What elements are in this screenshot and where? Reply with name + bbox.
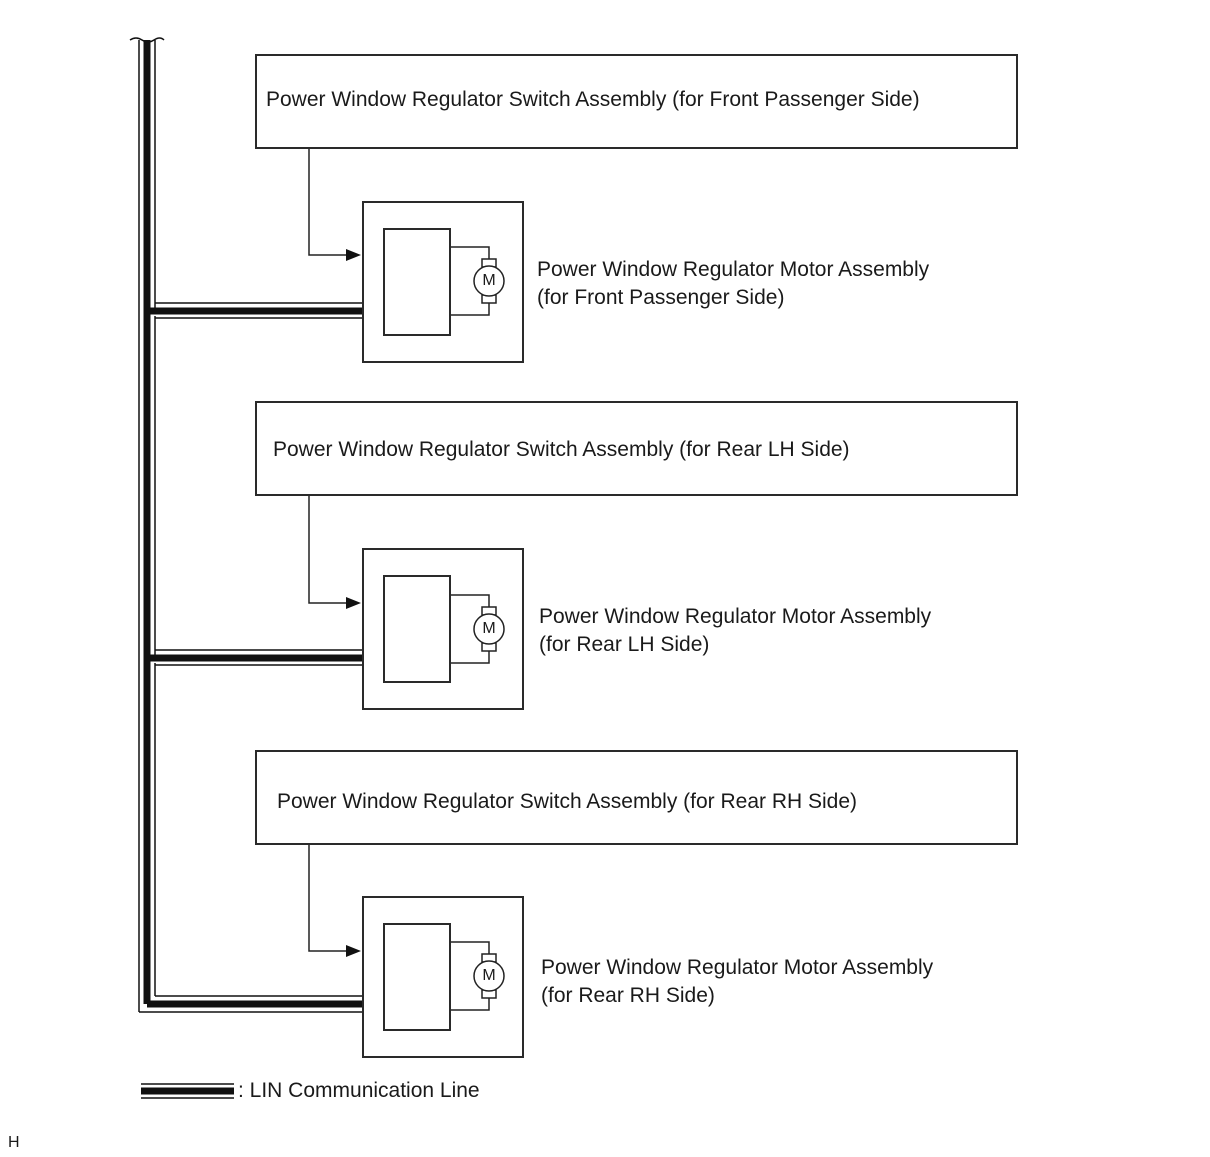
- motor-label-front-passenger-line2: (for Front Passenger Side): [537, 286, 785, 309]
- motor-label-front-passenger-line1: Power Window Regulator Motor Assembly: [537, 258, 930, 281]
- switch-box-rear-lh: [255, 401, 1018, 496]
- lin-branch-rear-rh: [139, 995, 364, 1013]
- motor-controller-block: [383, 228, 451, 336]
- motor-controller-block: [383, 575, 451, 683]
- lin-branch-front-passenger: [147, 302, 364, 319]
- motor-label-rear-lh-line1: Power Window Regulator Motor Assembly: [539, 605, 932, 628]
- arrow-right-icon: [346, 249, 361, 261]
- motor-symbol-front-passenger: [449, 246, 505, 316]
- motor-controller-block: [383, 923, 451, 1031]
- motor-box-rear-lh: [362, 548, 524, 710]
- signal-line-front-passenger: [308, 148, 361, 261]
- signal-line-rear-rh: [308, 844, 361, 957]
- motor-m-glyph: M: [482, 967, 496, 984]
- lin-branch-rear-lh: [147, 649, 364, 666]
- signal-line-rear-lh: [308, 495, 361, 609]
- legend-label: : LIN Communication Line: [238, 1079, 480, 1102]
- switch-box-rear-rh: [255, 750, 1018, 845]
- arrow-right-icon: [346, 945, 361, 957]
- switch-box-front-passenger: [255, 54, 1018, 149]
- switch-label-rear-lh: Power Window Regulator Switch Assembly (…: [273, 438, 850, 461]
- motor-label-rear-rh-line2: (for Rear RH Side): [541, 984, 715, 1007]
- motor-label-rear-rh-line1: Power Window Regulator Motor Assembly: [541, 956, 934, 979]
- legend-line-sample: [141, 1083, 234, 1099]
- lin-bus-main: [129, 37, 165, 1012]
- motor-symbol-rear-rh: [449, 941, 505, 1011]
- motor-m-glyph: M: [482, 620, 496, 637]
- motor-m-glyph: M: [482, 272, 496, 289]
- motor-label-rear-lh-line2: (for Rear LH Side): [539, 633, 710, 656]
- motor-box-rear-rh: [362, 896, 524, 1058]
- corner-mark: H: [8, 1134, 20, 1151]
- motor-box-front-passenger: [362, 201, 524, 363]
- switch-label-rear-rh: Power Window Regulator Switch Assembly (…: [277, 790, 858, 813]
- motor-symbol-rear-lh: [449, 594, 505, 664]
- switch-label-front-passenger: Power Window Regulator Switch Assembly (…: [266, 88, 920, 111]
- arrow-right-icon: [346, 597, 361, 609]
